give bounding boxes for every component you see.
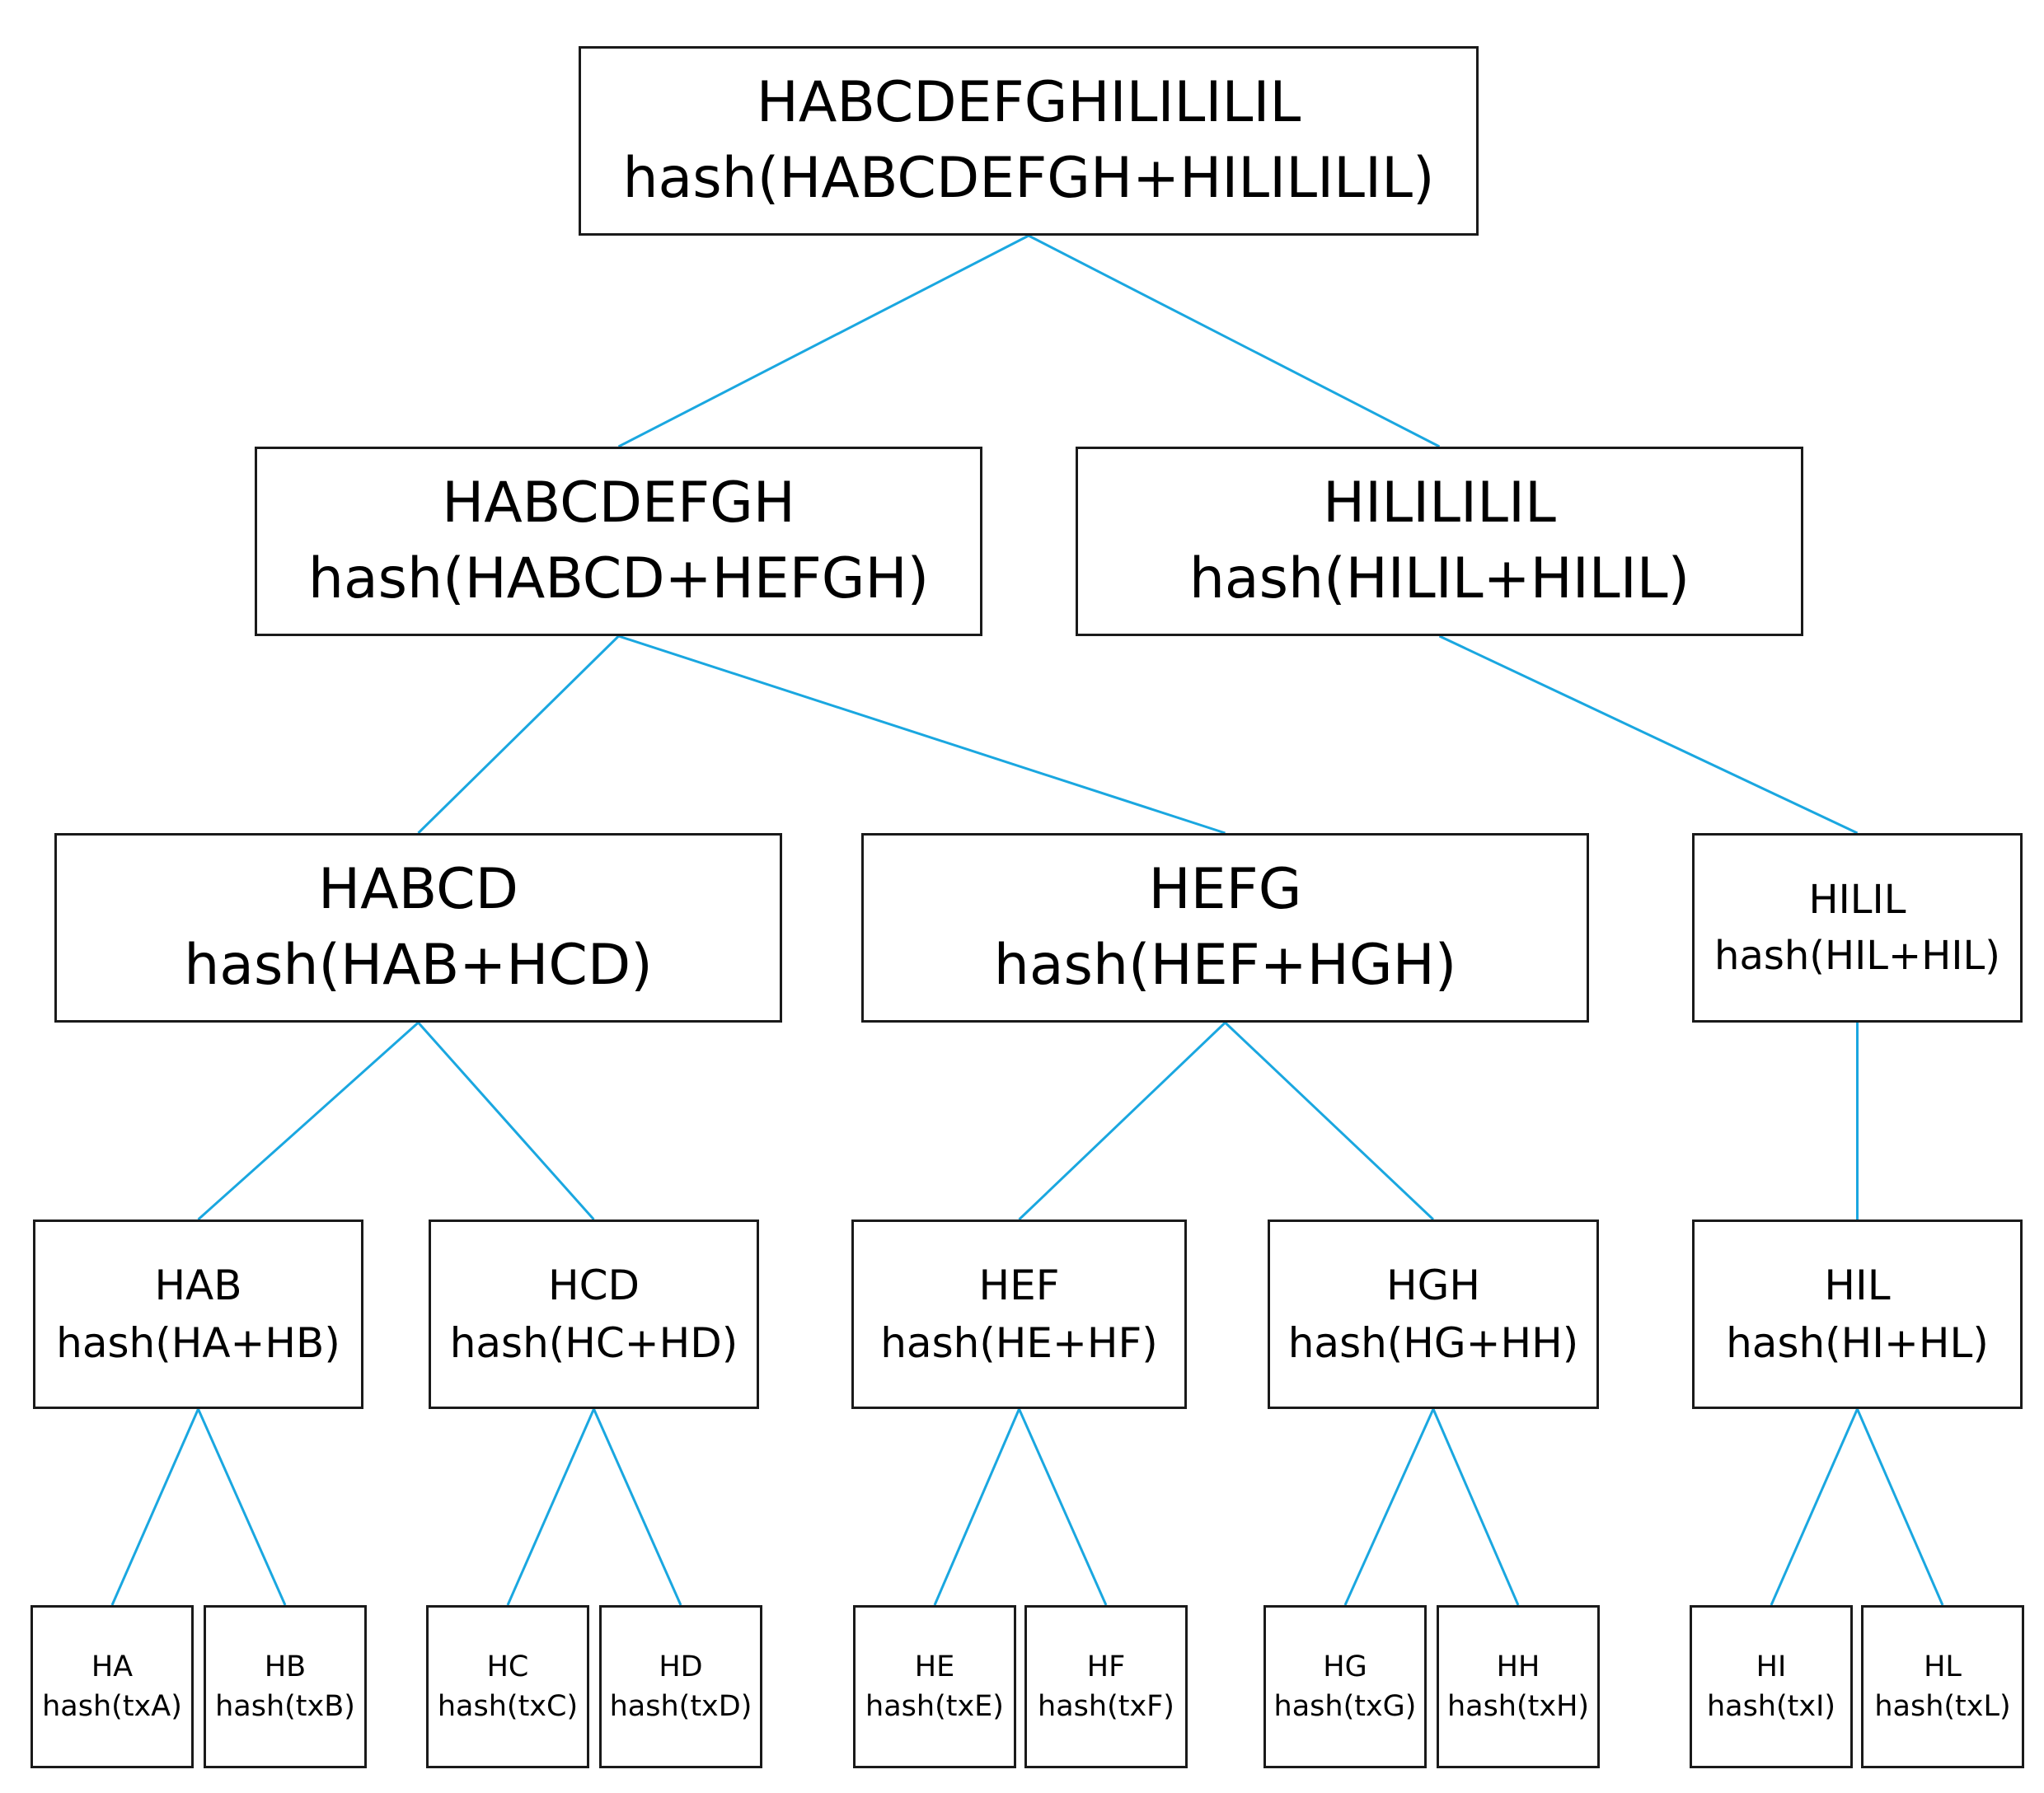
node-root: HABCDEFGHILILILIL hash(HABCDEFGH+HILILIL… [579, 46, 1479, 236]
node-name: HC [486, 1650, 529, 1683]
edge-hilililil-hilil [1438, 634, 1859, 835]
node-formula: hash(HABCDEFGH+HILILILIL) [622, 146, 1435, 211]
node-name: HD [659, 1650, 703, 1683]
node-name: HEF [978, 1262, 1060, 1309]
edge-root-hilililil [1028, 234, 1441, 448]
node-hgh: HGH hash(HG+HH) [1268, 1220, 1599, 1409]
node-name: HI [1756, 1650, 1787, 1683]
node-name: HL [1924, 1650, 1962, 1683]
edge-root-habcdefgh [617, 234, 1029, 448]
node-name: HIL [1824, 1262, 1891, 1309]
node-formula: hash(HC+HD) [449, 1319, 738, 1367]
node-he: HE hash(txE) [853, 1605, 1016, 1768]
node-hf: HF hash(txF) [1024, 1605, 1188, 1768]
node-formula: hash(txH) [1446, 1690, 1590, 1723]
node-formula: hash(txD) [609, 1690, 752, 1723]
node-formula: hash(HEF+HGH) [993, 933, 1457, 998]
node-formula: hash(txC) [437, 1690, 579, 1723]
edge-hcd-hd [593, 1408, 682, 1606]
edge-hab-ha [110, 1408, 199, 1606]
edge-hefg-hgh [1224, 1021, 1435, 1221]
node-hefg: HEFG hash(HEF+HGH) [861, 833, 1589, 1023]
node-name: HCD [547, 1262, 640, 1309]
node-hilililil: HILILILIL hash(HILIL+HILIL) [1076, 447, 1803, 636]
node-hd: HD hash(txD) [599, 1605, 762, 1768]
edge-habcdefgh-habcd [417, 634, 620, 835]
node-hcd: HCD hash(HC+HD) [429, 1220, 759, 1409]
node-name: HE [914, 1650, 955, 1683]
node-hi: HI hash(txI) [1690, 1605, 1853, 1768]
node-formula: hash(txE) [865, 1690, 1004, 1723]
node-name: HABCDEFGH [442, 470, 795, 536]
node-hl: HL hash(txL) [1861, 1605, 2024, 1768]
node-ha: HA hash(txA) [30, 1605, 194, 1768]
node-name: HA [91, 1650, 134, 1683]
edge-hef-hf [1018, 1408, 1108, 1606]
node-name: HGH [1386, 1262, 1480, 1309]
node-hef: HEF hash(HE+HF) [851, 1220, 1187, 1409]
node-hc: HC hash(txC) [426, 1605, 589, 1768]
node-hab: HAB hash(HA+HB) [33, 1220, 363, 1409]
node-formula: hash(txB) [215, 1690, 355, 1723]
node-formula: hash(txI) [1706, 1690, 1836, 1723]
edge-habcd-hab [197, 1021, 420, 1221]
edge-habcd-hcd [417, 1022, 595, 1220]
edge-hil-hl [1856, 1408, 1944, 1606]
node-habcd: HABCD hash(HAB+HCD) [54, 833, 782, 1023]
node-name: HILIL [1808, 877, 1906, 923]
node-formula: hash(HILIL+HILIL) [1188, 546, 1690, 611]
node-formula: hash(HG+HH) [1287, 1319, 1579, 1367]
node-name: HAB [154, 1262, 242, 1309]
edge-hef-he [933, 1408, 1020, 1606]
node-formula: hash(HIL+HIL) [1714, 933, 2000, 979]
node-name: HB [264, 1650, 307, 1683]
node-name: HG [1323, 1650, 1367, 1683]
node-hh: HH hash(txH) [1437, 1605, 1600, 1768]
node-formula: hash(HAB+HCD) [184, 933, 653, 998]
node-name: HABCDEFGHILILILIL [756, 70, 1301, 135]
node-formula: hash(txA) [42, 1690, 182, 1723]
node-formula: hash(txL) [1874, 1690, 2011, 1723]
edge-hgh-hh [1432, 1408, 1520, 1606]
node-hg: HG hash(txG) [1263, 1605, 1427, 1768]
node-hil: HIL hash(HI+HL) [1692, 1220, 2023, 1409]
node-formula: hash(HABCD+HEFGH) [307, 546, 930, 611]
node-name: HABCD [318, 857, 518, 922]
node-name: HEFG [1148, 857, 1302, 922]
node-hb: HB hash(txB) [204, 1605, 367, 1768]
node-formula: hash(HI+HL) [1726, 1319, 1989, 1367]
node-habcdefgh: HABCDEFGH hash(HABCD+HEFGH) [255, 447, 982, 636]
node-hilil: HILIL hash(HIL+HIL) [1692, 833, 2023, 1023]
node-formula: hash(txG) [1273, 1690, 1417, 1723]
edge-hab-hb [197, 1408, 287, 1606]
node-name: HH [1496, 1650, 1540, 1683]
node-name: HF [1086, 1650, 1126, 1683]
edge-hefg-hef [1018, 1021, 1226, 1221]
edge-hcd-hc [506, 1408, 595, 1606]
node-formula: hash(HA+HB) [56, 1319, 340, 1367]
node-formula: hash(HE+HF) [880, 1319, 1158, 1367]
node-name: HILILILIL [1323, 470, 1556, 536]
edge-hgh-hg [1343, 1408, 1435, 1606]
node-formula: hash(txF) [1038, 1690, 1174, 1723]
edge-hil-hi [1770, 1408, 1859, 1606]
edge-habcdefgh-hefg [618, 634, 1226, 835]
